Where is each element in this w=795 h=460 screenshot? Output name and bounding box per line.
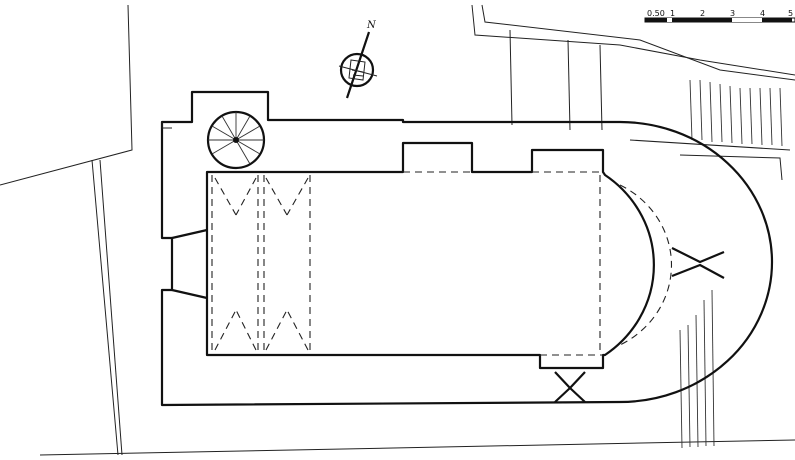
top-street-line [471,4,795,76]
property-division-2 [567,39,571,131]
bottom-street-line [39,439,795,456]
site-context [0,4,795,456]
spiral-stair-newel [233,137,239,143]
corner-detail [161,122,172,129]
exterior-stairs [679,79,783,449]
property-division-1 [509,29,513,126]
outer-walls [160,90,774,407]
north-label: N [366,20,377,31]
apse-south-window [554,371,586,403]
top-street-line-inner [481,4,795,81]
property-division-3 [599,44,603,131]
stair-side-line [679,154,783,181]
inner-wall-outline [205,141,655,370]
scale-label-2: 2 [700,9,705,18]
north-arrow-icon [339,52,375,88]
stair-top-line [629,139,791,151]
left-boundary-line-b [99,159,123,456]
vault-projection [211,171,673,356]
scale-bar-segment-black [645,18,667,22]
spiral-stair [206,110,266,170]
apse-east-window [671,247,725,279]
left-property-line [0,4,133,186]
left-boundary-line-a [91,159,119,456]
apse-openings [554,247,725,403]
scale-label-5: 5 [788,9,793,18]
scale-label-3: 3 [730,9,735,18]
north-arrow: N [338,20,378,99]
scale-bar: 0.50 1 2 3 4 5 [644,9,795,23]
scale-label-0.50: 0.50 [647,9,665,18]
scale-label-4: 4 [760,9,765,18]
scale-label-1: 1 [670,9,675,18]
entrance-jambs [171,228,208,300]
outer-wall-outline [160,90,774,407]
